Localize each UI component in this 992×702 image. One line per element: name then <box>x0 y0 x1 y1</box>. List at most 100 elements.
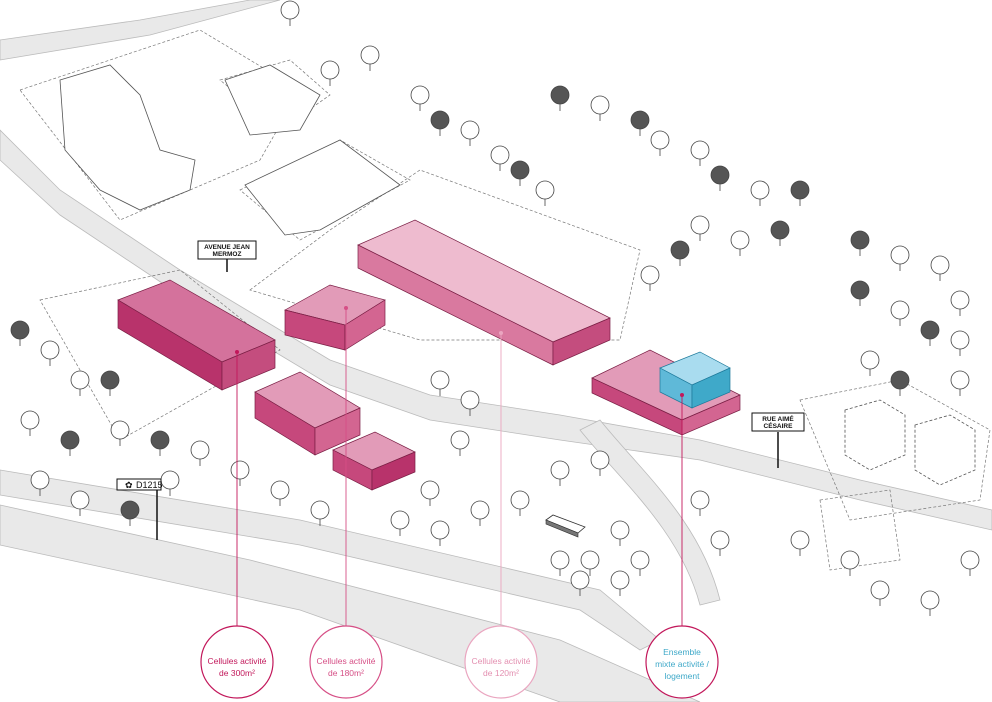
tree-icon <box>190 440 210 466</box>
block-300-left <box>117 279 276 391</box>
tree-icon <box>690 140 710 166</box>
existing-buildings <box>59 64 401 236</box>
bus-icon <box>545 514 586 538</box>
avenue-label-line1: AVENUE JEAN <box>204 244 250 251</box>
tree-icon <box>690 490 710 516</box>
tree-icon <box>790 530 810 556</box>
tree-icon <box>630 110 650 136</box>
activity-blocks <box>117 219 741 491</box>
tree-icon <box>640 265 660 291</box>
tree-icon <box>590 450 610 476</box>
tree-icon <box>490 145 510 171</box>
tree-icon <box>920 590 940 616</box>
tree-icon <box>960 550 980 576</box>
tree-icon <box>280 0 300 26</box>
svg-text:✿: ✿ <box>125 480 133 490</box>
tree-icon <box>110 420 130 446</box>
tree-icon <box>120 500 140 526</box>
tree-icon <box>450 430 470 456</box>
road-number: D1215 <box>136 480 163 490</box>
tree-icon <box>510 490 530 516</box>
tree-icon <box>70 370 90 396</box>
tree-icon <box>550 550 570 576</box>
tree-icon <box>610 570 630 596</box>
tree-icon <box>430 110 450 136</box>
tree-icon <box>890 300 910 326</box>
tree-icon <box>10 320 30 346</box>
tree-icon <box>690 215 710 241</box>
tree-icon <box>890 245 910 271</box>
avenue-label-line2: MERMOZ <box>213 251 242 258</box>
rue-label-line2: CÉSAIRE <box>764 421 794 430</box>
block-120-row <box>357 219 611 366</box>
tree-icon <box>930 255 950 281</box>
block-180-small <box>332 431 416 491</box>
legend: Cellules activité de 300m² Cellules acti… <box>200 625 719 699</box>
tree-icon <box>100 370 120 396</box>
tree-icon <box>730 230 750 256</box>
tree-icon <box>580 550 600 576</box>
tree-icon <box>750 180 770 206</box>
tree-icon <box>60 430 80 456</box>
svg-text:Cellules activité: Cellules activité <box>471 656 530 666</box>
tree-icon <box>710 165 730 191</box>
tree-icon <box>670 240 690 266</box>
tree-icon <box>790 180 810 206</box>
tree-icon <box>535 180 555 206</box>
tree-icon <box>410 85 430 111</box>
legend-item-120: Cellules activité de 120m² <box>464 625 538 699</box>
upper-road <box>0 0 281 61</box>
legend-item-mixed: Ensemble mixte activité / logement <box>645 625 719 699</box>
tree-icon <box>950 290 970 316</box>
tree-icon <box>160 470 180 496</box>
block-180-center <box>284 284 386 351</box>
svg-text:de 300m²: de 300m² <box>219 668 255 678</box>
tree-icon <box>310 500 330 526</box>
tree-icon <box>550 85 570 111</box>
tree-icon <box>840 550 860 576</box>
legend-item-180: Cellules activité de 180m² <box>309 625 383 699</box>
existing-housing <box>844 399 976 486</box>
tree-icon <box>390 510 410 536</box>
svg-text:Cellules activité: Cellules activité <box>316 656 375 666</box>
tree-icon <box>230 460 250 486</box>
tree-icon <box>460 120 480 146</box>
tree-icon <box>460 390 480 416</box>
tree-icon <box>430 370 450 396</box>
tree-icon <box>40 340 60 366</box>
tree-icon <box>770 220 790 246</box>
tree-icon <box>420 480 440 506</box>
tree-icon <box>320 60 340 86</box>
svg-text:Cellules activité: Cellules activité <box>207 656 266 666</box>
tree-icon <box>550 460 570 486</box>
tree-icon <box>590 95 610 121</box>
tree-icon <box>650 130 670 156</box>
tree-icon <box>270 480 290 506</box>
tree-icon <box>950 370 970 396</box>
leader-lines <box>235 306 684 634</box>
tree-cluster <box>10 0 980 616</box>
tree-icon <box>710 530 730 556</box>
svg-text:de 180m²: de 180m² <box>328 668 364 678</box>
curved-ramp <box>579 419 721 606</box>
tree-icon <box>30 470 50 496</box>
tree-icon <box>570 570 590 596</box>
tree-icon <box>70 490 90 516</box>
legend-item-300: Cellules activité de 300m² <box>200 625 274 699</box>
tree-icon <box>20 410 40 436</box>
tree-icon <box>890 370 910 396</box>
road-shield-icon: ✿ D1215 <box>116 478 163 540</box>
existing-building <box>244 139 401 236</box>
tree-icon <box>950 330 970 356</box>
tree-icon <box>850 230 870 256</box>
tree-icon <box>150 430 170 456</box>
highway-lane <box>0 469 661 651</box>
rue-label-line1: RUE AIMÉ <box>762 414 794 423</box>
tree-icon <box>430 520 450 546</box>
existing-building <box>224 64 321 136</box>
signpost-avenue: AVENUE JEAN MERMOZ <box>197 240 257 272</box>
tree-icon <box>630 550 650 576</box>
tree-icon <box>510 160 530 186</box>
